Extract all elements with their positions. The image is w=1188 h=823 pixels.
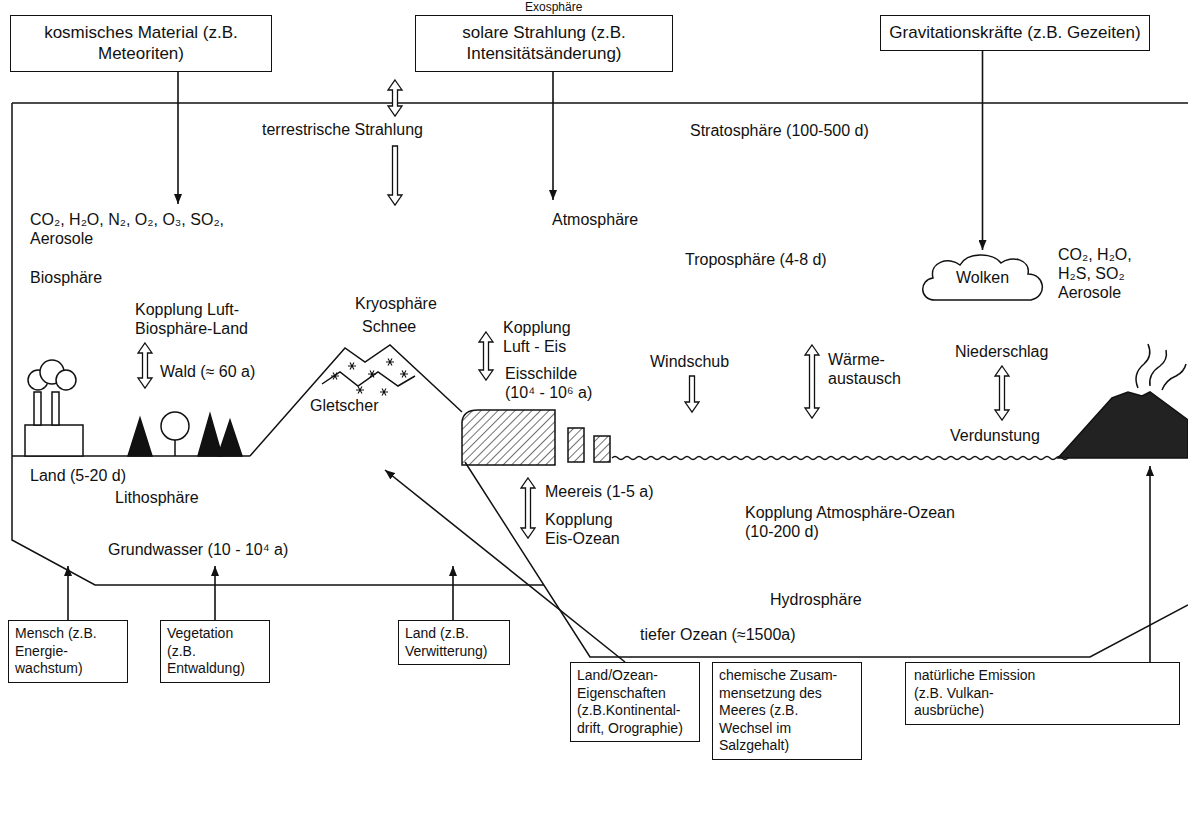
part-label: Gletscher: [310, 396, 378, 415]
timescale-label: Meereis (1-5 a): [545, 482, 653, 501]
forcing-box: Gravitationskräfte (z.B. Gezeiten): [880, 15, 1150, 51]
forcing-arrow: [67, 566, 69, 620]
sphere-label: Exosphäre: [525, 0, 582, 14]
smoke-puff: [56, 370, 76, 390]
box-text: chemische Zusam- mensetzung des Meeres (…: [719, 667, 855, 755]
box-text: Wolken: [956, 268, 1009, 288]
snow-star: [368, 371, 376, 378]
sphere-label: Schnee: [362, 317, 416, 336]
ice-floe: [594, 436, 610, 462]
ice-sheet: [462, 410, 555, 465]
sphere-label: Stratosphäre (100-500 d): [690, 121, 869, 140]
box-text: Land (z.B. Verwitterung): [405, 625, 503, 660]
box-text: kosmisches Material (z.B. Meteoriten): [19, 22, 263, 65]
factory-chimney: [52, 392, 59, 425]
process-label: Verdunstung: [950, 426, 1040, 445]
forcing-arrow: [214, 566, 216, 620]
forcing-box: chemische Zusam- mensetzung des Meeres (…: [712, 662, 862, 760]
forcing-box: Land/Ozean- Eigenschaften (z.B.Kontinent…: [570, 662, 700, 742]
radiation-label: terrestrische Strahlung: [262, 120, 423, 139]
box-text: solare Strahlung (z.B. Intensitätsänderu…: [424, 22, 664, 65]
timescale-label: Grundwasser (10 - 10⁴ a): [108, 540, 288, 559]
volcano-smoke: [1150, 350, 1167, 386]
ice-floe: [568, 428, 584, 462]
coupling-label: Kopplung Atmosphäre-Ozean (10-200 d): [745, 503, 980, 541]
forcing-arrow: [1149, 466, 1151, 662]
exchange-arrow: [995, 366, 1009, 420]
tree: [218, 420, 242, 456]
cloud-outline-path: [923, 255, 1043, 300]
exchange-arrow: [685, 376, 699, 412]
process-label: Windschub: [650, 352, 729, 371]
timescale-label: Eisschilde (10⁴ - 10⁶ a): [505, 364, 603, 402]
process-label: Wärme- austausch: [828, 350, 908, 388]
forcing-arrow: [177, 72, 179, 204]
sphere-label: Troposphäre (4-8 d): [685, 250, 827, 269]
exchange-arrow: [138, 343, 152, 388]
volcano: [1058, 392, 1188, 458]
timescale-label: Land (5-20 d): [30, 466, 126, 485]
box-text: Gravitationskräfte (z.B. Gezeiten): [889, 22, 1141, 43]
sea-surface: [612, 457, 1068, 460]
cloud-shape: Wolken: [915, 250, 1050, 305]
forcing-box: Vegetation (z.B. Entwaldung): [160, 620, 270, 683]
exchange-arrow: [479, 332, 493, 380]
box-text: Vegetation (z.B. Entwaldung): [167, 625, 263, 678]
coupling-label: Kopplung Eis-Ozean: [545, 510, 637, 548]
coupling-label: Kopplung Luft-Biosphäre-Land: [135, 300, 285, 338]
box-text: Mensch (z.B. Energie- wachstum): [15, 625, 121, 678]
ocean-basin: [465, 462, 1188, 657]
sphere-label: Lithosphäre: [115, 488, 199, 507]
constituent-label: CO₂, H₂O, H₂S, SO₂ Aerosole: [1058, 245, 1158, 303]
volcano-smoke: [1136, 344, 1150, 388]
forcing-arrow: [452, 566, 454, 620]
timescale-label: tiefer Ozean (≈1500a): [640, 625, 796, 644]
system-outline: [12, 103, 544, 585]
forcing-box: natürliche Emission (z.B. Vulkan- ausbrü…: [905, 662, 1180, 725]
factory-building: [25, 425, 83, 456]
sphere-label: Hydrosphäre: [770, 590, 862, 609]
tree-trunk: [174, 439, 176, 456]
mountain-outline: [250, 345, 462, 456]
forcing-box: Mensch (z.B. Energie- wachstum): [8, 620, 128, 683]
box-text: Land/Ozean- Eigenschaften (z.B.Kontinent…: [577, 667, 693, 737]
exchange-arrow: [388, 146, 402, 205]
tree: [161, 412, 189, 440]
sphere-label: Atmosphäre: [552, 210, 638, 229]
snow-star: [331, 373, 339, 380]
factory-chimney: [34, 392, 41, 425]
forcing-box: kosmisches Material (z.B. Meteoriten): [10, 15, 272, 72]
timescale-label: Wald (≈ 60 a): [160, 362, 255, 381]
snow-star: [386, 359, 394, 366]
process-label: Niederschlag: [955, 342, 1048, 361]
coupling-label: Kopplung Luft - Eis: [503, 318, 591, 356]
forcing-arrow: [552, 72, 554, 200]
forcing-arrow: [982, 51, 984, 250]
forcing-box: Land (z.B. Verwitterung): [398, 620, 510, 665]
sphere-label: Biosphäre: [30, 268, 102, 287]
snow-star: [400, 371, 408, 378]
system-outline: [12, 102, 1188, 104]
snow-star: [380, 389, 388, 396]
sphere-label: Kryosphäre: [355, 294, 437, 313]
exchange-arrow: [805, 345, 819, 418]
volcano-smoke: [1162, 364, 1186, 390]
box-text: natürliche Emission (z.B. Vulkan- ausbrü…: [914, 667, 1064, 720]
forcing-box: solare Strahlung (z.B. Intensitätsänderu…: [415, 15, 673, 72]
tree: [128, 418, 152, 456]
tree: [198, 414, 222, 456]
exchange-arrow: [521, 478, 535, 538]
exchange-arrow: [388, 80, 402, 116]
constituent-label: CO₂, H₂O, N₂, O₂, O₃, SO₂, Aerosole: [30, 210, 280, 248]
snow-star: [356, 387, 364, 394]
snow-star: [348, 363, 356, 370]
